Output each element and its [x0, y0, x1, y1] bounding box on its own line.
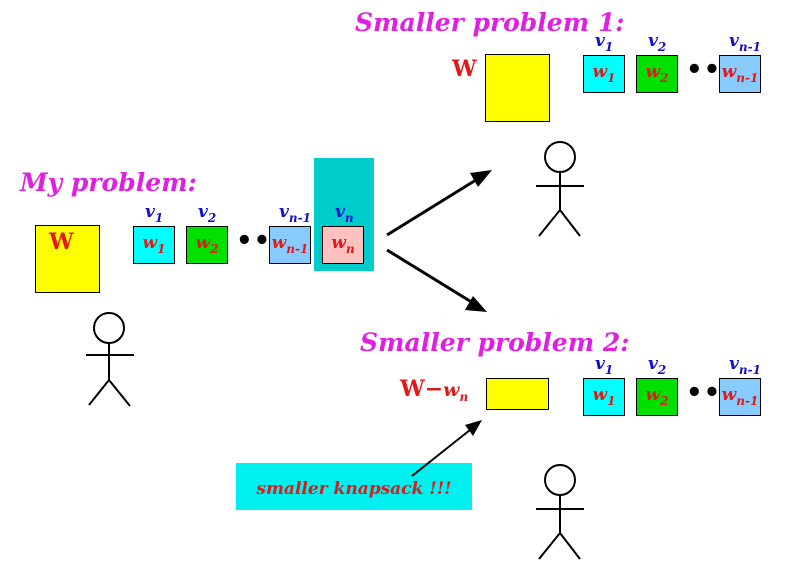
value-label-2-sp2: v2	[648, 354, 667, 377]
value-label-n: vn	[335, 202, 354, 225]
value-label-1-sp1: v1	[595, 31, 614, 54]
arrow-head-1	[470, 170, 492, 187]
value-label-2-sp1: v2	[648, 31, 667, 54]
stick-figure-helper-1	[536, 141, 584, 237]
item-n: wn	[322, 226, 364, 264]
capacity-label-sp1: W	[452, 56, 477, 82]
weight-label-n: wn	[331, 233, 355, 256]
weight-label-1-sp2: w1	[592, 385, 616, 408]
smaller-problem-1-title: Smaller problem 1:	[355, 8, 625, 37]
item-n-1-sp1: wn-1	[719, 55, 761, 93]
capacity-label: W	[49, 229, 74, 255]
value-label-2: v2	[198, 202, 217, 225]
weight-label-n-1-sp1: wn-1	[721, 62, 759, 85]
arrow-head-2	[465, 296, 487, 312]
arrow-to-problem-1	[386, 173, 485, 237]
arrow-to-problem-2	[386, 248, 479, 308]
weight-label-2: w2	[195, 233, 219, 256]
stick-figure-me	[86, 312, 134, 407]
weight-label-1-sp1: w1	[592, 62, 616, 85]
smaller-knapsack-note: smaller knapsack !!!	[236, 463, 472, 510]
weight-label-2-sp1: w2	[645, 62, 669, 85]
arrow-head-3	[465, 420, 482, 436]
weight-label-n-1: wn-1	[271, 233, 309, 256]
item-2-sp1: w2	[636, 55, 678, 93]
note-text: smaller knapsack !!!	[256, 479, 452, 499]
knapsack-sp2	[486, 378, 549, 410]
knapsack-sp1	[485, 54, 550, 122]
reduced-capacity-label: W−wn	[400, 376, 469, 404]
item-2-sp2: w2	[636, 378, 678, 416]
item-n-1-sp2: wn-1	[719, 378, 761, 416]
value-label-1-sp2: v1	[595, 354, 614, 377]
arrow-to-reduced-knapsack	[411, 425, 476, 477]
value-label-1: v1	[145, 202, 164, 225]
weight-label-1: w1	[142, 233, 166, 256]
value-label-n-1: vn-1	[279, 202, 311, 225]
item-1: w1	[133, 226, 175, 264]
weight-label-2-sp2: w2	[645, 385, 669, 408]
value-label-n-1-sp2: vn-1	[729, 354, 761, 377]
weight-label-n-1-sp2: wn-1	[721, 385, 759, 408]
item-1-sp2: w1	[583, 378, 625, 416]
value-label-n-1-sp1: vn-1	[729, 31, 761, 54]
knapsack-main: W	[35, 225, 100, 293]
stick-figure-helper-2	[536, 464, 584, 560]
my-problem-title: My problem:	[20, 168, 197, 197]
item-2: w2	[186, 226, 228, 264]
item-n-1: wn-1	[269, 226, 311, 264]
smaller-problem-2-title: Smaller problem 2:	[360, 328, 630, 357]
item-1-sp1: w1	[583, 55, 625, 93]
